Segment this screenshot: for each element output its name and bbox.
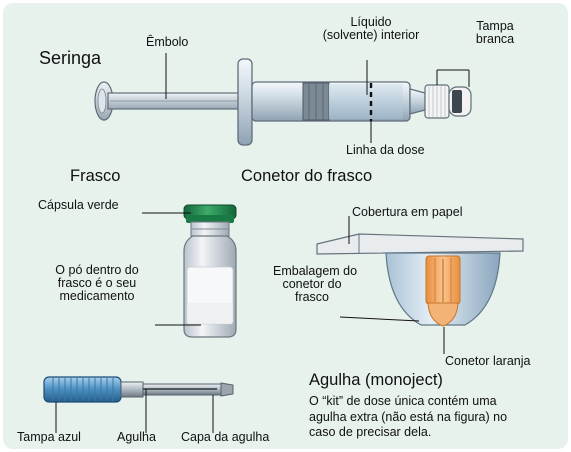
kit-note-line1: O “kit” de dose única contém uma [309,394,497,408]
adapter-package-label: Embalagem do conetor do frasco [273,264,358,305]
syringe-title: Seringa [39,48,102,68]
adapter-package-label-line3: frasco [294,290,330,305]
paper-cover-label: Cobertura em papel [352,205,463,219]
adapter-title: Conetor do frasco [241,167,373,185]
needle-cap-label: Capa da agulha [181,430,270,444]
green-cap-label: Cápsula verde [38,198,119,212]
orange-connector-label: Conetor laranja [445,354,531,368]
liquid-label-line2: (solvente) interior [322,28,420,43]
white-cap-label-line2: branca [475,32,515,47]
plunger-label: Êmbolo [146,35,189,49]
vial-drawing [142,204,237,338]
blue-cap-label: Tampa azul [17,430,81,444]
components-illustration [43,53,524,433]
kit-note: O “kit” de dose única contém uma agulha … [309,394,507,441]
white-cap-label-line1: Tampa [476,19,514,33]
adapter-package-label-line1: Embalagem do [273,264,358,278]
needle-title: Agulha (monoject) [309,371,443,389]
white-cap-label: Tampa branca [465,19,525,47]
syringe-drawing [94,53,472,146]
adapter-package-label-line2: conetor do [282,277,342,292]
vial-title: Frasco [70,167,121,185]
needle-drawing [43,376,234,433]
powder-label-line2: frasco é o seu [57,276,137,291]
powder-label: O pó dentro do frasco é o seu medicament… [41,263,153,304]
vial-adapter-drawing [316,216,524,354]
powder-label-line3: medicamento [59,289,135,304]
liquid-label: Líquido (solvente) interior [321,15,421,43]
powder-label-line1: O pó dentro do [55,263,139,277]
kit-note-line3: caso de precisar dela. [309,425,432,440]
dose-line-label: Linha da dose [346,143,425,157]
needle-label: Agulha [117,430,156,444]
liquid-label-line1: Líquido [350,15,392,29]
illustration-panel: Seringa Êmbolo Líquido (solvente) interi… [3,3,568,449]
kit-note-line2: agulha extra (não está na figura) no [309,409,508,424]
